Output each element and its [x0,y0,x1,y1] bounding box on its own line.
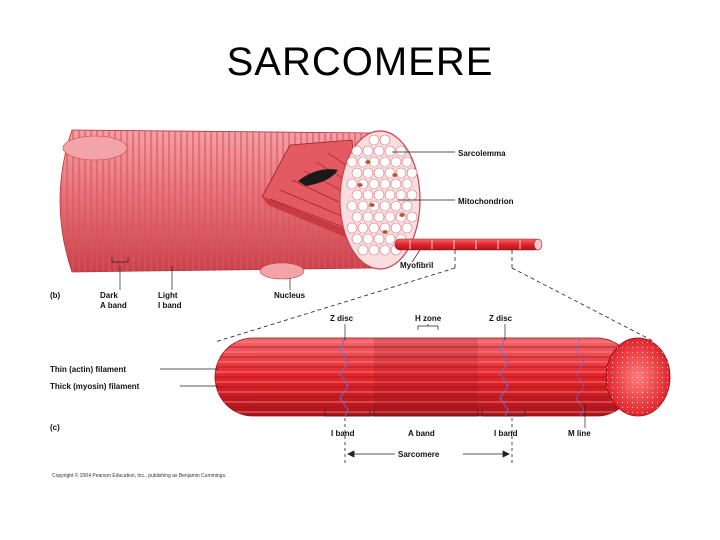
myofibril-enlarged [214,337,671,417]
myofibril-cross-section-circle [390,178,402,190]
myofibril-cross-section-circle [395,145,407,157]
myofibril-cross-section-circle [373,145,385,157]
myofibril-cross-section-circle [379,244,391,256]
myofibril-cross-section-circle [357,200,369,212]
z-disc-right-label: Z disc [489,314,513,323]
myofibril-cross-section-circle [368,244,380,256]
i-band-left-label: I band [331,429,355,438]
myofibril-cross-section-circle [401,178,413,190]
thin-filament-label: Thin (actin) filament [50,365,126,374]
myofibril-cross-section-circle [351,145,363,157]
myofibril-cross-section-circle [346,178,358,190]
dark-label: Dark [100,291,118,300]
nucleus-bump-top [62,135,128,161]
nucleus-bump-bottom [259,262,305,280]
z-disc-left-line [339,337,349,417]
myofibril-label: Myofibril [400,261,433,270]
a-band-label: A band [100,301,127,310]
myofibril-cross-section-circle [395,167,407,179]
myofibril-cross-section-circle [373,167,385,179]
myofibril-cross-section-circle [401,200,413,212]
myofibril-cross-section-circle [379,156,391,168]
myofibril-cross-section-circle [357,244,369,256]
myofibril-cross-section-circle [362,189,374,201]
slide-title: SARCOMERE [226,40,494,84]
myofibril-cross-section-circle [368,178,380,190]
myofibril-cross-section-circle [357,222,369,234]
myofibril-cross-section-circle [401,156,413,168]
sarcomere-arrow [347,450,510,458]
myofibril-cross-section-circle [346,200,358,212]
mitochondrion-dot [399,212,405,218]
myofibril-cross-section-circle [390,156,402,168]
myofibril-cross-section-circle [373,233,385,245]
mitochondrion-dot [392,172,398,178]
myofibril-cross-section-circle [406,189,418,201]
myofibril-cross-section-circle [373,189,385,201]
panel-b-tag: (b) [50,291,61,300]
cross-section [339,130,421,270]
myofibril-cross-section-circle [346,156,358,168]
sarcolemma-label: Sarcolemma [458,149,506,158]
myofibril-cross-section-circle [406,167,418,179]
myofibril-cross-section-circle [379,178,391,190]
a-band-c-label: A band [408,429,435,438]
myofibril-cross-section-circle [401,222,413,234]
myofibril-rod [394,238,543,251]
myofibril-cross-section-circle [351,211,363,223]
m-line-label: M line [568,429,591,438]
light-label: Light [158,291,178,300]
copyright-text: Copyright © 2004 Pearson Education, Inc.… [52,472,226,479]
i-band-label: I band [158,301,182,310]
myofibril-cross-section-circle [390,200,402,212]
panel-b-leaders [111,151,455,290]
z-disc-left-label: Z disc [330,314,354,323]
i-band-right-label: I band [494,429,518,438]
myofibril-cross-section-circle [362,145,374,157]
mitochondrion-dot [382,229,388,235]
mitochondrion-label: Mitochondrion [458,197,514,206]
sarcomere-label: Sarcomere [398,450,440,459]
sarcomere-extent [344,418,513,466]
myofibril-cross-section-circle [351,233,363,245]
zoom-lines [214,250,656,343]
myofibril-cross-section-circle [362,233,374,245]
z-disc-far-line [575,337,585,417]
myofibril-cross-section-circle [390,222,402,234]
myofibril-cross-section-circle [379,134,391,146]
myofibril-cross-section-circle [368,222,380,234]
mitochondrion-dot [365,159,371,165]
myofibril-cross-section-circle [351,167,363,179]
a-band-region [374,338,478,416]
myofibril-cross-section-circle [368,134,380,146]
myofibril-cross-section-circle [384,211,396,223]
myofibril-cross-section-circle [395,189,407,201]
myofibril-cross-section-circle [384,189,396,201]
myofibril-cross-section-circle [384,233,396,245]
mitochondrion-dot [357,182,363,188]
panel-c-tag: (c) [50,423,60,432]
myofibril-cross-section-circle [351,189,363,201]
panel-c-leaders [160,324,586,428]
mitochondrion-dot [369,202,375,208]
myofibril-cross-section-circle [362,167,374,179]
myofibril-cross-section-circle [373,211,385,223]
nucleus-label: Nucleus [274,291,306,300]
myofibril-cross-section-circle [384,145,396,157]
myofibril-cross-section-circle [406,211,418,223]
myofibril-cross-section-circle [346,222,358,234]
z-disc-right-line [499,337,509,417]
h-zone-label: H zone [415,314,442,323]
myofibril-cross-section-circle [379,200,391,212]
myofibril-cross-section-circle [362,211,374,223]
thick-filament-label: Thick (myosin) filament [50,382,140,391]
